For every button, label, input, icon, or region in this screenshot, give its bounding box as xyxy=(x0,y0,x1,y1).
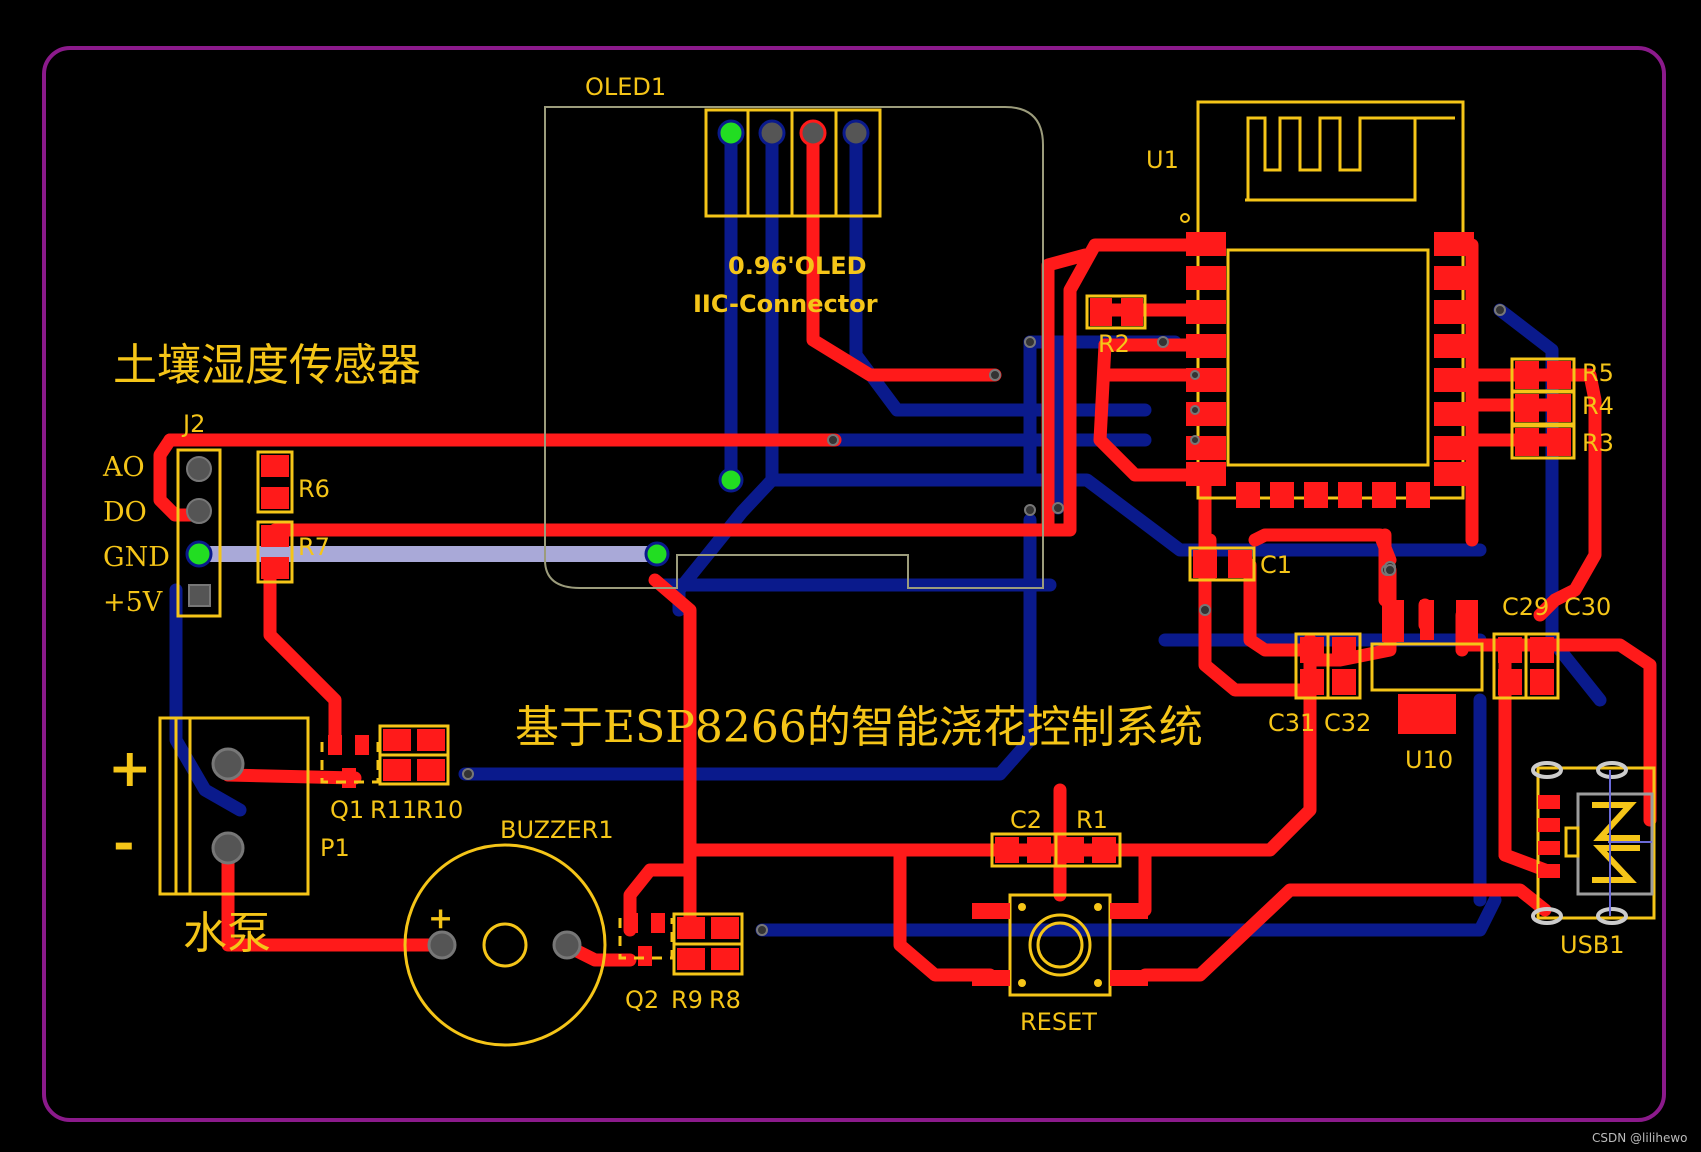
p1-pin2[interactable] xyxy=(211,831,245,865)
reset-button[interactable] xyxy=(972,893,1148,997)
j2-pin-5v[interactable] xyxy=(188,584,211,607)
oled1-footprint xyxy=(544,106,1044,589)
usb1-designator: USB1 xyxy=(1560,931,1625,959)
q1-r11-r10 xyxy=(320,724,450,788)
p1-pin1[interactable] xyxy=(211,747,245,781)
buzzer1 xyxy=(403,843,607,1047)
r11-designator: R11 xyxy=(370,796,417,824)
u10-regulator xyxy=(1370,600,1484,734)
c31-c32-capacitors xyxy=(1294,632,1362,700)
sensor-title: 土壤湿度传感器 xyxy=(113,340,421,391)
u1-designator: U1 xyxy=(1146,146,1179,174)
u1-esp8266-module xyxy=(1180,100,1474,508)
r7-designator: R7 xyxy=(298,533,330,561)
r1-designator: R1 xyxy=(1076,806,1108,834)
pump-label: 水泵 xyxy=(183,908,271,959)
r3-designator: R3 xyxy=(1582,429,1614,457)
j2-header xyxy=(176,448,222,618)
oled-pin4-pad[interactable] xyxy=(842,119,870,147)
p1-plus-label: + xyxy=(108,738,152,799)
p1-designator: P1 xyxy=(320,834,350,862)
oled-pin1-pad[interactable] xyxy=(717,119,745,147)
oled1-designator: OLED1 xyxy=(585,73,666,101)
r6-designator: R6 xyxy=(298,475,330,503)
p1-terminal xyxy=(158,716,310,896)
r2-resistor xyxy=(1085,294,1147,330)
q1-designator: Q1 xyxy=(330,796,364,824)
oled-text-line2: IIC-Connector xyxy=(693,290,878,318)
r5-designator: R5 xyxy=(1582,359,1614,387)
buzzer-plus-label: + xyxy=(428,901,453,936)
r2-designator: R2 xyxy=(1098,330,1130,358)
j2-pin-gnd[interactable] xyxy=(185,540,213,568)
buzzer-designator: BUZZER1 xyxy=(500,816,614,844)
c29-c30-capacitors xyxy=(1492,632,1560,700)
j2-pin-do[interactable] xyxy=(186,498,212,524)
usb1-connector xyxy=(1531,761,1656,925)
r9-designator: R9 xyxy=(671,986,703,1014)
board-outline xyxy=(42,46,1666,1122)
c29-designator: C29 xyxy=(1502,593,1549,621)
c32-designator: C32 xyxy=(1324,709,1371,737)
j2-pin-label-do: DO xyxy=(103,497,147,528)
r8-designator: R8 xyxy=(709,986,741,1014)
j2-pin-label-ao: AO xyxy=(102,452,145,483)
c1-designator: C1 xyxy=(1260,551,1292,579)
project-title: 基于ESP8266的智能浇花控制系统 xyxy=(515,702,1203,753)
small-vias xyxy=(462,304,1506,936)
j2-pin-label-gnd: GND xyxy=(103,542,170,573)
c31-designator: C31 xyxy=(1268,709,1315,737)
buzzer-pin-minus[interactable] xyxy=(552,930,582,960)
j2-pin-ao[interactable] xyxy=(186,456,212,482)
c30-designator: C30 xyxy=(1564,593,1611,621)
r3-r5-resistors xyxy=(1510,357,1576,460)
r10-designator: R10 xyxy=(416,796,463,824)
via[interactable] xyxy=(718,467,744,493)
j2-pin-label-5v: +5V xyxy=(103,587,163,618)
oled-pin2-pad[interactable] xyxy=(758,119,786,147)
c1-capacitor xyxy=(1188,546,1256,582)
oled-text-line1: 0.96'OLED xyxy=(728,252,867,280)
c2-r1 xyxy=(990,832,1122,868)
r6-r7-resistors xyxy=(256,450,294,584)
watermark: CSDN @lilihewo xyxy=(1592,1131,1688,1145)
j2-designator: J2 xyxy=(181,410,205,438)
r4-designator: R4 xyxy=(1582,392,1614,420)
c2-designator: C2 xyxy=(1010,806,1042,834)
q2-designator: Q2 xyxy=(625,986,659,1014)
u10-designator: U10 xyxy=(1405,746,1453,774)
oled-pin3-pad[interactable] xyxy=(799,119,827,147)
p1-minus-label: - xyxy=(113,812,135,873)
via[interactable] xyxy=(644,541,670,567)
reset-designator: RESET xyxy=(1020,1008,1097,1036)
buzzer-pin-plus[interactable] xyxy=(427,930,457,960)
q2-r9-r8 xyxy=(618,912,744,976)
